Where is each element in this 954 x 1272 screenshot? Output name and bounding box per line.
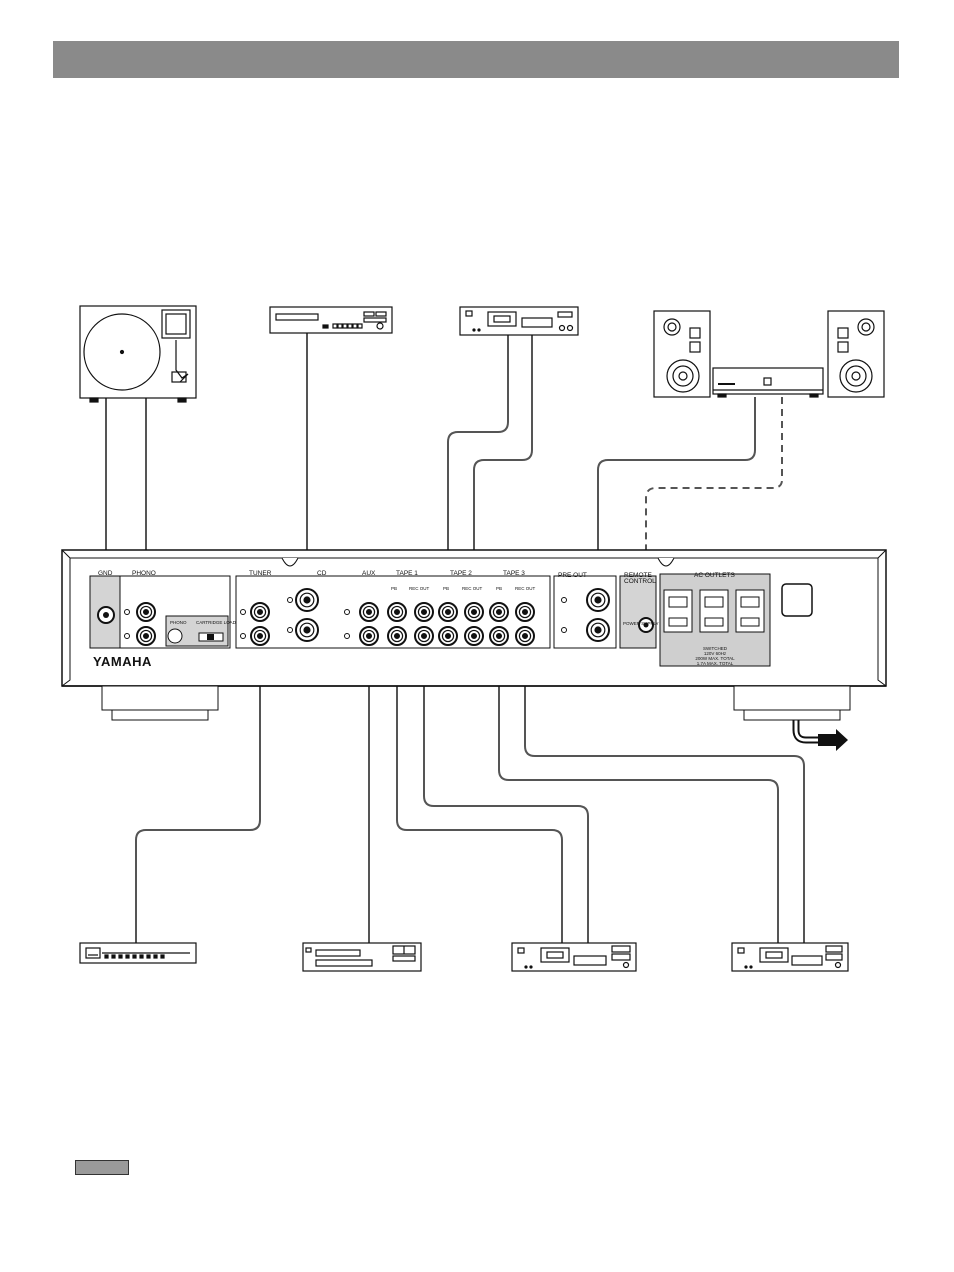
label-tape2: TAPE 2 bbox=[450, 570, 472, 577]
jack-tuner-r bbox=[250, 626, 270, 646]
turntable bbox=[79, 305, 197, 403]
label-cartridge-load: CARTRIDGE LOAD bbox=[196, 620, 237, 625]
cable-tape3-rec bbox=[524, 636, 805, 943]
label-tape1-pb: PB bbox=[391, 586, 397, 591]
jack-tuner-l bbox=[250, 602, 270, 622]
panel-screws bbox=[124, 597, 567, 639]
jack-aux-r bbox=[359, 626, 379, 646]
label-tape2-rec-out: REC OUT bbox=[462, 586, 483, 591]
jack-tape3-pb-r bbox=[489, 626, 509, 646]
jack-pre-out-r bbox=[586, 618, 610, 642]
cable-remote-control bbox=[645, 397, 783, 625]
jack-tape3-pb-l bbox=[489, 602, 509, 622]
label-phono: PHONO bbox=[132, 570, 156, 577]
jack-tape2-pb-l bbox=[438, 602, 458, 622]
jack-tape1-rec-r bbox=[414, 626, 434, 646]
label-tape3-pb: PB bbox=[496, 586, 502, 591]
label-pre-out: PRE OUT bbox=[558, 572, 587, 579]
tuner bbox=[79, 942, 197, 964]
label-tape2-pb: PB bbox=[443, 586, 449, 591]
ac-info-2: 120V 60Hz bbox=[704, 651, 727, 656]
label-aux: AUX bbox=[362, 570, 376, 577]
ac-info-3: 200W MAX. TOTAL bbox=[695, 656, 735, 661]
jacks bbox=[136, 588, 610, 646]
cables bbox=[105, 333, 818, 943]
label-gnd: GND bbox=[98, 570, 113, 577]
label-power-supply: POWER SUPPLY bbox=[623, 621, 659, 626]
cable-tuner bbox=[135, 636, 261, 943]
label-ac-outlets: AC OUTLETS bbox=[694, 572, 735, 579]
label-tape1: TAPE 1 bbox=[396, 570, 418, 577]
cable-tape2-rec bbox=[473, 335, 533, 636]
cable-tape1-pb bbox=[396, 636, 563, 943]
cable-pre-out bbox=[597, 397, 756, 600]
label-tape3: TAPE 3 bbox=[503, 570, 525, 577]
jack-pre-out-l bbox=[586, 588, 610, 612]
yamaha-logo: YAMAHA bbox=[93, 654, 152, 669]
cassette-deck-tape-2 bbox=[459, 306, 579, 336]
label-remote: REMOTE bbox=[624, 572, 652, 579]
jack-tape2-rec-r bbox=[464, 626, 484, 646]
cable-tape1-rec bbox=[423, 636, 589, 943]
label-phono-switch: PHONO bbox=[170, 620, 187, 625]
jack-cd-l bbox=[295, 588, 319, 612]
jack-tape1-pb-l bbox=[387, 602, 407, 622]
label-control-line: CONTROL bbox=[624, 578, 656, 585]
jack-tape3-rec-l bbox=[515, 602, 535, 622]
label-cd: CD bbox=[317, 570, 327, 577]
jack-phono-r bbox=[136, 626, 156, 646]
jack-tape3-rec-r bbox=[515, 626, 535, 646]
label-tuner: TUNER bbox=[249, 570, 272, 577]
cassette-deck-tape-3 bbox=[731, 942, 849, 972]
label-tape1-rec-out: REC OUT bbox=[409, 586, 430, 591]
speakers-and-power-amplifier bbox=[653, 310, 885, 398]
cassette-deck-tape-1 bbox=[511, 942, 637, 972]
jack-aux-l bbox=[359, 602, 379, 622]
cable-tape3-pb bbox=[498, 636, 779, 943]
jack-tape2-rec-l bbox=[464, 602, 484, 622]
label-tape3-rec-out: REC OUT bbox=[515, 586, 536, 591]
cable-tape2-pb bbox=[447, 335, 509, 615]
jack-phono-l bbox=[136, 602, 156, 622]
jack-cd-r bbox=[295, 618, 319, 642]
header-bar bbox=[53, 41, 899, 78]
ac-info-1: SWITCHED bbox=[703, 646, 728, 651]
ac-info-4: 1.7A MAX. TOTAL bbox=[697, 661, 734, 666]
ac-arrow-icon bbox=[818, 729, 848, 751]
cd-player bbox=[269, 306, 393, 334]
jack-tape1-rec-l bbox=[414, 602, 434, 622]
jack-tape2-pb-r bbox=[438, 626, 458, 646]
jack-tape1-pb-r bbox=[387, 626, 407, 646]
aux-cd-player bbox=[302, 942, 422, 972]
note-label-box bbox=[75, 1160, 129, 1175]
